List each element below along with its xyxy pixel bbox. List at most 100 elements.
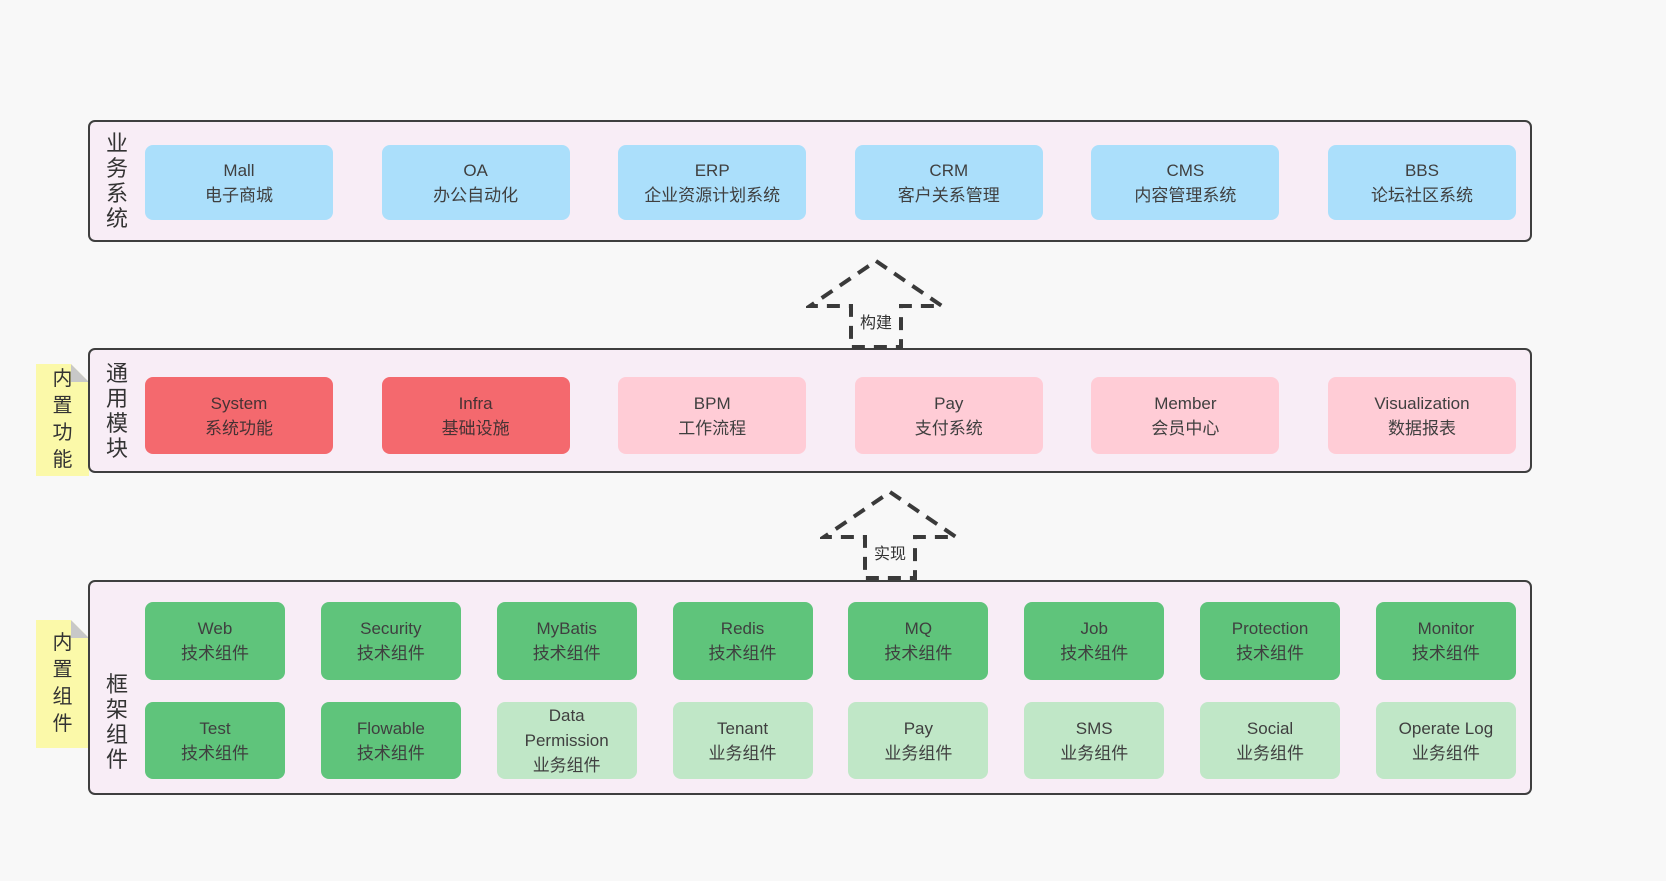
module-name: MQ [904, 619, 933, 638]
module-box-pay: Pay 业务组件 [848, 702, 989, 779]
module-box-operate-log: Operate Log 业务组件 [1375, 702, 1516, 779]
module-name: Social [1246, 718, 1294, 738]
sticky-note-builtin-components: 内置组件 [36, 620, 89, 748]
module-name: Test [199, 718, 231, 738]
dashed-up-arrow-icon [820, 489, 960, 580]
module-desc: 业务组件 [1060, 743, 1129, 763]
module-desc: 会员中心 [1151, 418, 1220, 438]
module-desc: 技术组件 [708, 644, 777, 663]
module-name: Mall [223, 160, 255, 180]
section-label: 通用模块 [105, 360, 128, 461]
sticky-note-builtin-features: 内置功能 [36, 364, 89, 476]
module-name: Web [197, 619, 233, 638]
module-name: OA [463, 160, 488, 180]
module-box-mybatis: MyBatis 技术组件 [496, 602, 637, 680]
section-label: 业务系统 [105, 131, 128, 231]
module-name: Security [360, 619, 422, 638]
module-desc: 论坛社区系统 [1370, 185, 1473, 205]
module-box-protection: Protection 技术组件 [1200, 602, 1341, 680]
box-rows: Mall 电子商城 OA 办公自动化 ERP 企业资源计划系统 CRM 客户关系管理 CMS 内容… [90, 122, 1530, 240]
module-name: System [210, 393, 268, 413]
module-box-visualization: Visualization 数据报表 [1327, 377, 1516, 454]
arrow-label: 构建 [856, 309, 896, 333]
module-desc: 基础设施 [441, 418, 510, 438]
sticky-note-label: 内置功能 [52, 368, 73, 471]
module-desc: 技术组件 [356, 743, 425, 763]
module-box-crm: CRM 客户关系管理 [854, 145, 1043, 220]
module-desc: 工作流程 [678, 418, 747, 438]
module-desc: 企业资源计划系统 [644, 185, 781, 205]
module-box-erp: ERP 企业资源计划系统 [618, 145, 807, 220]
module-box-mall: Mall 电子商城 [145, 145, 333, 220]
module-box-monitor: Monitor 技术组件 [1375, 602, 1516, 680]
module-desc: 业务组件 [1236, 743, 1305, 763]
module-box-web: Web 技术组件 [145, 602, 285, 680]
module-desc: 技术组件 [1236, 644, 1305, 663]
module-desc: 技术组件 [532, 644, 601, 663]
module-name: Pay [903, 718, 934, 738]
module-name: BBS [1404, 160, 1439, 180]
module-desc: 技术组件 [1411, 644, 1480, 663]
module-name: Monitor [1417, 619, 1475, 638]
module-desc: 业务组件 [1411, 743, 1480, 763]
module-row: Mall 电子商城 OA 办公自动化 ERP 企业资源计划系统 CRM 客户关系管理 CMS 内容… [145, 145, 1516, 220]
dashed-up-arrow-icon [806, 258, 946, 349]
module-desc: 技术组件 [181, 743, 249, 763]
module-name: Job [1080, 619, 1108, 638]
module-box-system: System 系统功能 [145, 377, 333, 454]
module-name: Operate Log [1398, 718, 1494, 738]
arrow-label: 实现 [870, 540, 910, 564]
module-box-sms: SMS 业务组件 [1024, 702, 1165, 779]
module-name: Protection [1231, 619, 1309, 638]
module-desc: 电子商城 [205, 185, 273, 205]
module-name: SMS [1075, 718, 1113, 738]
module-desc: 数据报表 [1387, 418, 1456, 438]
sticky-note-label: 内置组件 [52, 632, 73, 735]
folded-corner-icon [71, 620, 89, 638]
arrow-implement: 实现 [820, 489, 960, 581]
module-box-member: Member 会员中心 [1091, 377, 1280, 454]
module-name: MyBatis [536, 619, 597, 638]
module-desc: 业务组件 [708, 743, 777, 763]
module-desc: 技术组件 [181, 644, 249, 663]
module-desc: 业务组件 [532, 756, 601, 775]
module-box-security: Security 技术组件 [320, 602, 461, 680]
module-name: Visualization [1374, 393, 1470, 413]
module-desc: 客户关系管理 [897, 185, 1000, 205]
module-name: BPM [693, 393, 731, 413]
module-desc: 技术组件 [356, 644, 425, 663]
module-desc: 业务组件 [884, 743, 953, 763]
module-desc: 办公自动化 [433, 185, 519, 205]
module-name: ERP [694, 160, 730, 180]
module-box-bbs: BBS 论坛社区系统 [1327, 145, 1516, 220]
module-name: Infra [458, 393, 493, 413]
module-box-bpm: BPM 工作流程 [618, 377, 807, 454]
section-label: 框架组件 [105, 672, 128, 772]
module-name: CMS [1166, 160, 1205, 180]
folded-corner-icon [71, 364, 89, 382]
module-name: CRM [929, 160, 969, 180]
module-box-infra: Infra 基础设施 [381, 377, 570, 454]
module-desc: 系统功能 [205, 418, 273, 438]
module-name: Member [1154, 393, 1217, 413]
arrow-build: 构建 [806, 258, 946, 350]
section-business-systems: 业务系统 Mall 电子商城 OA 办公自动化 ERP 企业资源计划系统 CRM 客户关系管理… [88, 120, 1532, 242]
module-box-social: Social 业务组件 [1200, 702, 1341, 779]
module-desc: 支付系统 [914, 418, 983, 438]
module-desc: 内容管理系统 [1134, 185, 1237, 205]
